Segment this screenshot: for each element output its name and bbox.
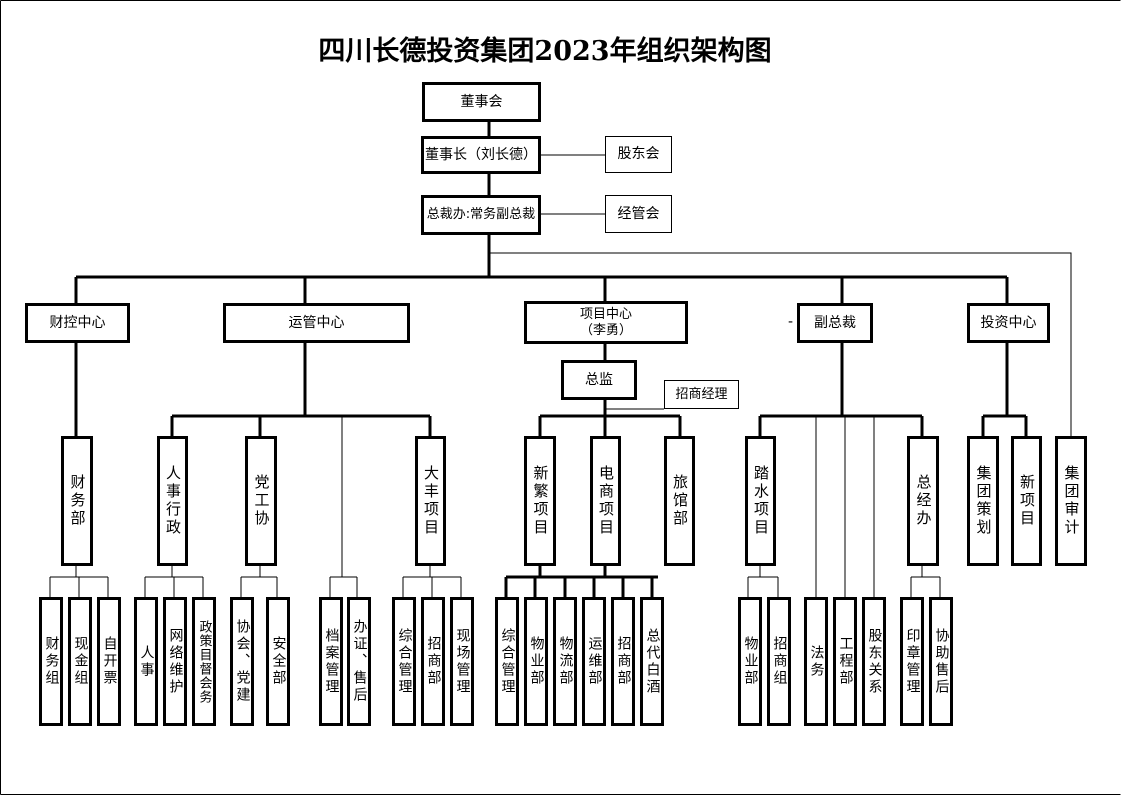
node-board: 董事会 xyxy=(422,82,541,122)
node-association-party: 协会、党建 xyxy=(230,597,254,726)
node-ceo-office: 总裁办:常务副总裁 xyxy=(421,195,541,235)
node-general-manager-office: 总经办 xyxy=(907,436,939,566)
chart-title: 四川长德投资集团2023年组织架构图 xyxy=(318,36,772,67)
node-finance-group: 财务组 xyxy=(39,597,63,726)
node-finance-dept: 财务部 xyxy=(61,436,93,566)
node-legal-affairs: 法务 xyxy=(804,597,828,726)
node-assist-sales: 协助售后 xyxy=(929,597,953,726)
node-safety-dept: 安全部 xyxy=(266,597,290,726)
node-party-union: 党工协 xyxy=(245,436,277,566)
node-xinfan-project: 新繁项目 xyxy=(524,436,556,566)
node-general-management: 综合管理 xyxy=(392,597,416,726)
connector-group-audit xyxy=(489,252,1072,437)
node-archive-management: 档案管理 xyxy=(319,597,343,726)
node-vice-president: 副总裁 xyxy=(797,303,873,343)
node-tashui-project: 踏水项目 xyxy=(745,436,776,566)
node-general-management-2: 综合管理 xyxy=(495,597,519,726)
node-site-management: 现场管理 xyxy=(450,597,474,726)
node-group-planning: 集团策划 xyxy=(967,436,999,566)
node-leasing-dept: 招商部 xyxy=(421,597,445,726)
node-logistics-dept: 物流部 xyxy=(553,597,577,726)
node-finance-center: 财控中心 xyxy=(25,303,130,343)
node-investment-center: 投资中心 xyxy=(967,303,1050,343)
node-leasing-manager: 招商经理 xyxy=(664,380,739,409)
node-agent-liquor: 总代白酒 xyxy=(640,597,664,726)
node-operations-center: 运管中心 xyxy=(223,303,410,343)
node-policy-supervision: 政策目督会务 xyxy=(192,597,216,726)
node-leasing-group: 招商组 xyxy=(767,597,791,726)
node-personnel: 人事 xyxy=(134,597,158,726)
node-seal-management: 印章管理 xyxy=(900,597,924,726)
node-project-center: 项目中心 （李勇） xyxy=(524,301,688,344)
node-group-audit: 集团审计 xyxy=(1055,436,1087,566)
node-operation-maintenance: 运维部 xyxy=(582,597,606,726)
node-chairman: 董事长（刘长德） xyxy=(421,136,541,174)
node-management-meeting: 经管会 xyxy=(605,195,672,233)
dash-mark: - xyxy=(788,314,794,330)
node-hotel-dept: 旅馆部 xyxy=(664,436,695,566)
node-self-invoicing: 自开票 xyxy=(97,597,121,726)
node-engineering-dept: 工程部 xyxy=(833,597,857,726)
node-property-dept-2: 物业部 xyxy=(738,597,762,726)
node-new-project: 新项目 xyxy=(1011,436,1042,566)
node-property-dept: 物业部 xyxy=(524,597,548,726)
node-leasing-dept-2: 招商部 xyxy=(611,597,635,726)
node-shareholder-relations: 股东关系 xyxy=(862,597,886,726)
node-network-maintenance: 网络维护 xyxy=(163,597,187,726)
node-shareholders-meeting: 股东会 xyxy=(605,136,672,173)
node-certificates-aftersales: 办证、售后 xyxy=(347,597,371,726)
node-supervisor: 总监 xyxy=(561,360,637,400)
node-dafeng-project: 大丰项目 xyxy=(415,436,446,566)
node-cash-group: 现金组 xyxy=(68,597,92,726)
node-hr-admin: 人事行政 xyxy=(157,436,188,566)
node-ecommerce-project: 电商项目 xyxy=(590,436,621,566)
